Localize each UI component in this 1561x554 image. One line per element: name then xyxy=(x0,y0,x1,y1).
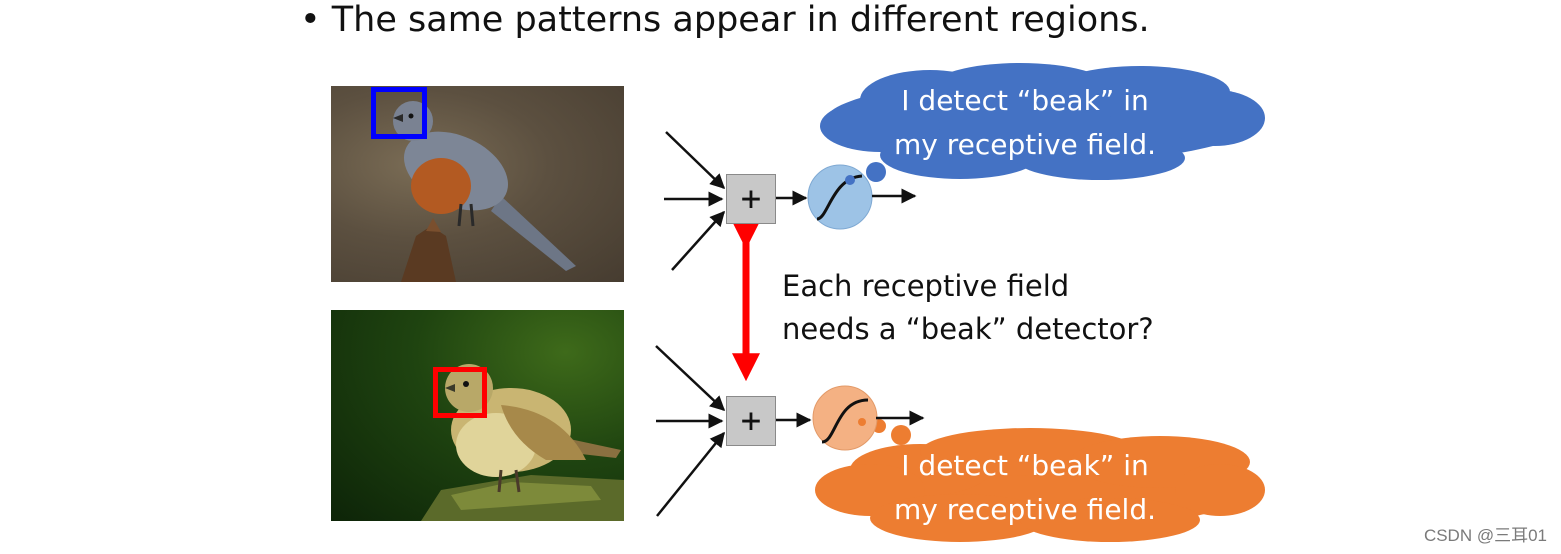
cloud-text-top-line-1: I detect “beak” in xyxy=(901,84,1149,117)
cloud-text-top: I detect “beak” in my receptive field. xyxy=(850,79,1200,167)
sum-node-top: + xyxy=(726,174,776,224)
bird-illustration-bottom xyxy=(421,364,624,521)
receptive-field-box-bottom xyxy=(433,367,487,418)
bird-illustration-top xyxy=(393,101,576,282)
input-arrow-bottom-1 xyxy=(655,345,726,412)
thought-cloud-top xyxy=(820,63,1265,187)
bullet-glyph: • xyxy=(300,0,321,40)
receptive-field-box-top xyxy=(371,87,427,139)
cloud-text-bottom: I detect “beak” in my receptive field. xyxy=(850,444,1200,532)
watermark: CSDN @三耳01 xyxy=(1423,526,1547,545)
thought-cloud-bottom xyxy=(815,419,1265,542)
bird-photo-top xyxy=(331,86,624,282)
activation-neuron-top xyxy=(807,164,873,230)
middle-question-line-1: Each receptive field xyxy=(782,269,1070,303)
slide-heading: • The same patterns appear in different … xyxy=(300,0,1150,40)
cloud-text-bottom-line-2: my receptive field. xyxy=(893,493,1157,526)
input-arrow-top-3 xyxy=(671,210,726,271)
activation-neuron-bottom xyxy=(812,385,878,451)
cloud-text-bottom-line-1: I detect “beak” in xyxy=(901,449,1149,482)
middle-question-line-2: needs a “beak” detector? xyxy=(782,312,1154,346)
plus-symbol-bottom: + xyxy=(740,401,762,441)
plus-symbol-top: + xyxy=(740,179,762,219)
heading-text: The same patterns appear in different re… xyxy=(331,0,1150,40)
cloud-text-top-line-2: my receptive field. xyxy=(893,128,1157,161)
middle-question: Each receptive field needs a “beak” dete… xyxy=(782,265,1154,351)
input-arrow-top-1 xyxy=(665,131,726,190)
input-arrow-bottom-3 xyxy=(656,431,725,517)
sum-node-bottom: + xyxy=(726,396,776,446)
bird-photo-bottom xyxy=(331,310,624,521)
